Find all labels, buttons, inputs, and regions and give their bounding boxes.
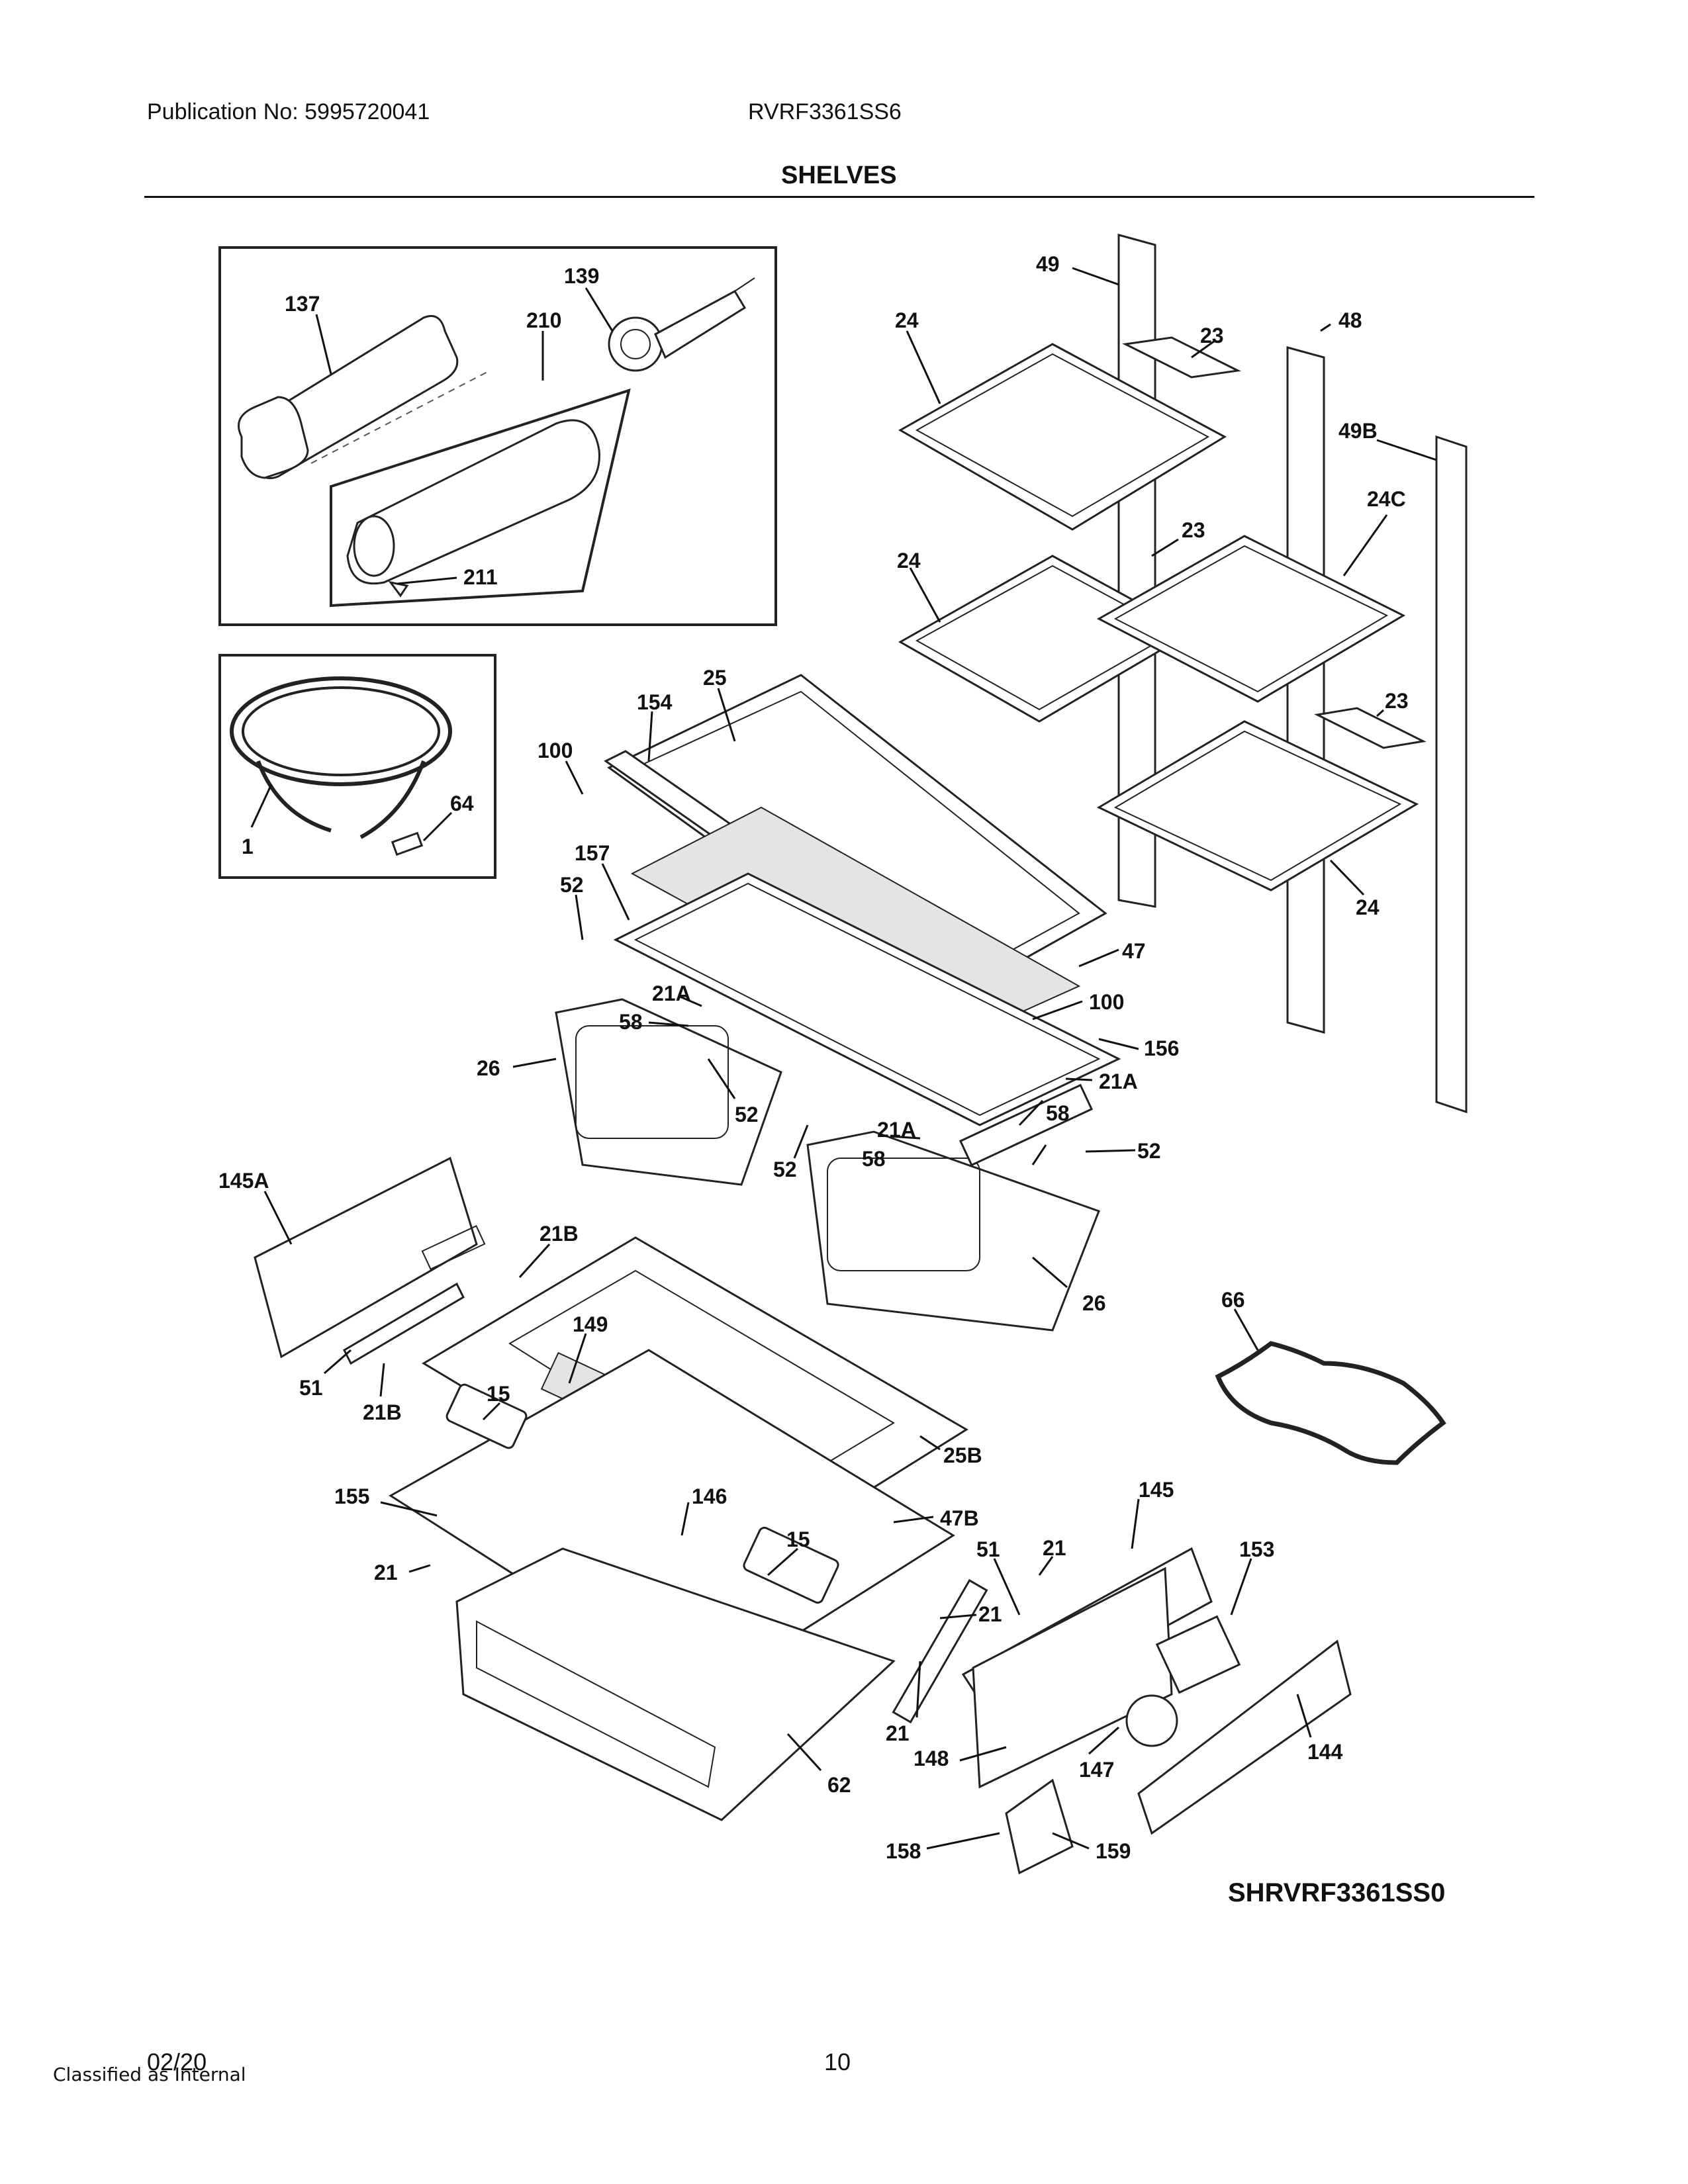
callout-label: 144: [1307, 1740, 1343, 1764]
callout-label: 147: [1079, 1758, 1114, 1782]
crisper-drawers: [555, 998, 1100, 1332]
filter-housing: [346, 419, 600, 585]
callout-label: 139: [564, 264, 599, 288]
callout-label: 148: [914, 1747, 949, 1770]
callout-label: 149: [573, 1312, 608, 1336]
filter-cartridge: [238, 315, 459, 479]
callout-label: 62: [827, 1773, 851, 1797]
callout-label: 23: [1182, 518, 1205, 542]
callout-label: 24C: [1367, 487, 1406, 511]
callout-label: 58: [1046, 1101, 1070, 1125]
callout-label: 25B: [943, 1443, 982, 1467]
callout-label: 157: [575, 841, 610, 865]
callout-label: 21A: [652, 981, 691, 1005]
callout-label: 1: [242, 835, 254, 858]
callout-label: 26: [477, 1056, 500, 1080]
water-filter-inset: [218, 246, 777, 626]
wire-basket: [1215, 1341, 1446, 1465]
callout-label: 23: [1385, 689, 1409, 713]
callout-label: 47B: [940, 1506, 979, 1530]
callout-label: 158: [886, 1839, 921, 1863]
callout-label: 153: [1239, 1537, 1274, 1561]
callout-label: 52: [773, 1158, 797, 1181]
callout-label: 146: [692, 1484, 727, 1508]
callout-label: 155: [334, 1484, 369, 1508]
callout-label: 49B: [1338, 419, 1378, 443]
callout-label: 52: [735, 1103, 759, 1126]
callout-label: 25: [703, 666, 727, 690]
callout-label: 52: [560, 873, 584, 897]
callout-label: 156: [1144, 1036, 1179, 1060]
filter-head: [608, 277, 755, 372]
freezer-cover: [389, 1236, 968, 1696]
callout-label: 21: [1043, 1536, 1066, 1560]
callout-label: 15: [487, 1382, 510, 1406]
callout-label: 26: [1082, 1291, 1106, 1315]
page-number: 10: [824, 2048, 851, 2075]
callout-label: 52: [1137, 1139, 1161, 1163]
crisper-cover-assembly: [604, 674, 1121, 1126]
callout-label: 24: [897, 549, 921, 572]
callout-label: 211: [463, 565, 498, 589]
callout-label: 58: [862, 1147, 886, 1171]
callout-label: 21B: [363, 1400, 402, 1424]
callout-label: 159: [1096, 1839, 1131, 1863]
section-title: SHELVES: [781, 161, 897, 189]
callout-label: 210: [526, 308, 561, 332]
callout-label: 21B: [539, 1222, 579, 1246]
callout-label: 48: [1338, 308, 1362, 332]
callout-label: 24: [1356, 895, 1380, 919]
callout-label: 51: [299, 1376, 323, 1400]
callout-label: 66: [1221, 1288, 1245, 1312]
publication-number: Publication No: 5995720041: [147, 99, 430, 124]
callout-label: 58: [619, 1010, 643, 1034]
callout-label: 145A: [218, 1169, 269, 1193]
callout-label: 15: [786, 1527, 810, 1551]
callout-label: 47: [1122, 939, 1146, 963]
callout-label: 23: [1200, 324, 1224, 347]
callout-label: 51: [976, 1537, 1000, 1561]
water-tubing-inset: [218, 654, 496, 879]
callout-label: 100: [1089, 990, 1124, 1014]
control-box-assembly: [892, 1547, 1352, 1875]
callout-label: 137: [285, 292, 320, 316]
callout-labels: 137 139 210 211 1 64 49 23 24 48 49B 23 …: [218, 252, 1409, 1863]
leader-lines: [250, 267, 1437, 1850]
callout-label: 21A: [877, 1118, 916, 1142]
left-side-panel: [254, 1156, 486, 1365]
callout-label: 21: [978, 1602, 1002, 1626]
callout-label: 100: [538, 739, 573, 762]
callout-label: 21A: [1099, 1069, 1138, 1093]
model-number: RVRF3361SS6: [748, 99, 902, 124]
callout-label: 21: [374, 1561, 398, 1584]
glass-shelves: [898, 336, 1427, 891]
classification-label: Classified as Internal: [53, 2064, 246, 2085]
drawing-code: SHRVRF3361SS0: [1228, 1878, 1446, 1907]
callout-label: 145: [1139, 1478, 1174, 1502]
callout-label: 24: [895, 308, 919, 332]
publication-date: 02/20: [147, 2048, 207, 2075]
header-rule: [144, 196, 1534, 198]
callout-label: 21: [886, 1721, 910, 1745]
callout-label: 154: [637, 690, 673, 714]
freezer-drawer: [455, 1547, 896, 1821]
callout-label: 64: [450, 792, 474, 815]
callout-label: 49: [1036, 252, 1060, 276]
